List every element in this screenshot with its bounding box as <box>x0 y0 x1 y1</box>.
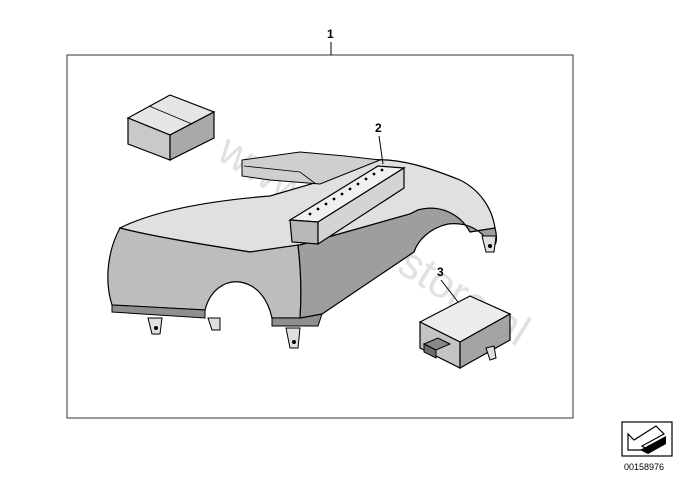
callout-1[interactable]: 1 <box>327 27 334 41</box>
arrow-box-icon[interactable] <box>621 421 673 457</box>
packaging-box-part <box>126 94 216 161</box>
document-id: 00158976 <box>624 462 664 472</box>
control-unit-part <box>418 295 512 370</box>
callout-3[interactable]: 3 <box>437 265 444 279</box>
callout-2-leader <box>378 135 384 165</box>
callout-3-leader <box>440 279 459 303</box>
light-bar-part <box>288 165 406 246</box>
assembly-frame <box>66 54 574 419</box>
callout-2[interactable]: 2 <box>375 121 382 135</box>
